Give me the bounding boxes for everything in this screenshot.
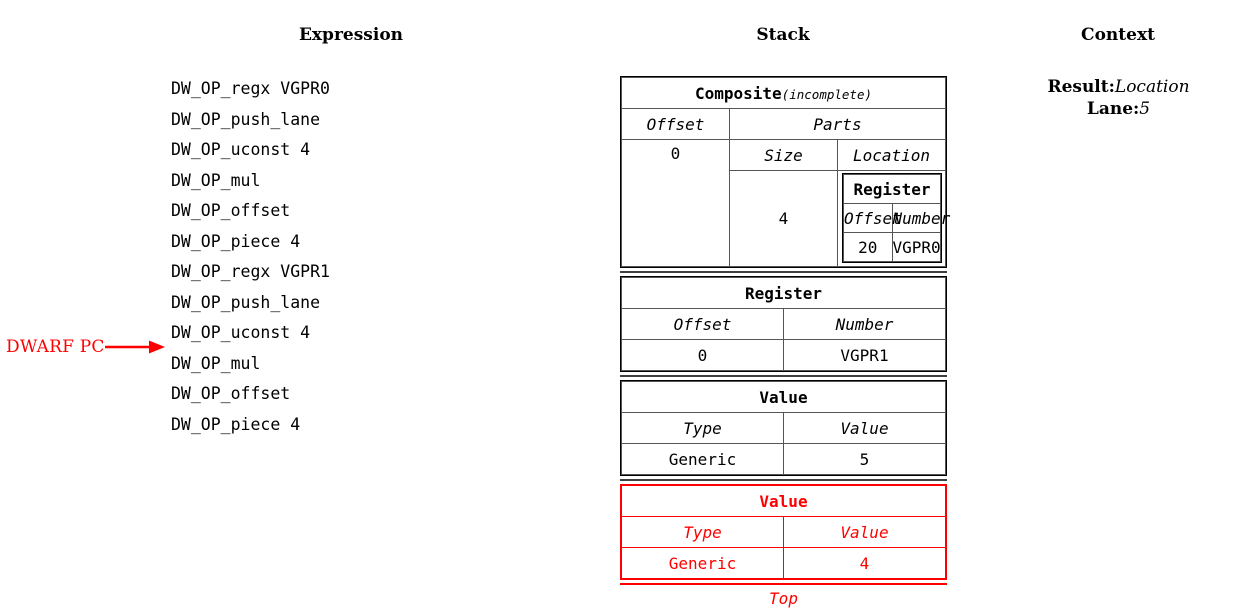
context-row-lane: Lane:5 — [1000, 98, 1237, 120]
register-box: Register Offset Number 0 VGPR1 — [620, 276, 947, 372]
stack-entry-register[interactable]: Register Offset Number 0 VGPR1 — [620, 276, 947, 372]
value-value-value: 4 — [783, 547, 946, 579]
register-offset-header: Offset — [621, 308, 784, 340]
expression-column-header: Expression — [298, 25, 404, 45]
value-type-value: Generic — [621, 547, 784, 579]
context-result-value: Location — [1114, 77, 1190, 97]
stack-entry-separator — [620, 271, 947, 273]
value-value-header: Value — [783, 412, 946, 444]
composite-offset-header: Offset — [621, 108, 730, 140]
nested-register-number-header: Number — [891, 203, 950, 233]
context-lane-key: Lane: — [1086, 99, 1140, 119]
expression-line: DW_OP_push_lane — [171, 292, 321, 312]
context-lane-value: 5 — [1139, 99, 1151, 119]
stack-entry-separator — [620, 479, 947, 481]
composite-box: Composite(incomplete) Offset Parts 0 Siz… — [620, 76, 950, 268]
expression-line: DW_OP_piece 4 — [171, 414, 301, 434]
composite-part-size-header: Size — [729, 139, 838, 171]
context-column-header: Context — [1081, 25, 1155, 45]
composite-part-size-value: 4 — [729, 170, 838, 267]
composite-part-location-header: Location — [837, 139, 946, 171]
nested-register-box: Register Offset Number 20 VGPR0 — [842, 173, 950, 263]
stack-column-header: Stack — [756, 25, 810, 45]
value-title: Value — [621, 381, 946, 413]
nested-register-offset-value: 20 — [843, 232, 893, 262]
composite-subtitle: (incomplete) — [781, 86, 872, 102]
dwarf-pc-pointer: DWARF PC — [6, 337, 165, 357]
expression-line: DW_OP_regx VGPR1 — [171, 262, 330, 281]
value-box: Value Type Value Generic 5 — [620, 380, 947, 476]
context-row-result: Result:Location — [1000, 76, 1237, 98]
stack-entry-value[interactable]: Value Type Value Generic 5 — [620, 380, 947, 476]
composite-title: Composite — [694, 83, 782, 103]
value-type-header: Type — [621, 516, 784, 548]
composite-parts-header: Parts — [729, 108, 946, 140]
value-value-header: Value — [783, 516, 946, 548]
expression-line: DW_OP_offset — [171, 201, 291, 220]
composite-title-cell: Composite(incomplete) — [621, 77, 946, 109]
nested-register-title: Register — [843, 174, 941, 204]
stack-entries: Composite(incomplete) Offset Parts 0 Siz… — [620, 76, 950, 609]
value-type-value: Generic — [621, 443, 784, 475]
value-value-value: 5 — [783, 443, 946, 475]
stack-entry-composite[interactable]: Composite(incomplete) Offset Parts 0 Siz… — [620, 76, 950, 268]
expression-line: DW_OP_push_lane — [171, 109, 321, 129]
register-offset-value: 0 — [621, 339, 784, 371]
expression-line: DW_OP_uconst 4 — [171, 140, 311, 159]
stack-top-label: Top — [769, 589, 798, 608]
register-number-value: VGPR1 — [783, 339, 946, 371]
stack-top-separator — [620, 583, 947, 585]
expression-line: DW_OP_uconst 4 — [171, 323, 311, 342]
context-body: Result:Location Lane:5 — [1000, 76, 1237, 120]
expression-line: DW_OP_offset — [171, 384, 291, 403]
context-result-key: Result: — [1047, 77, 1115, 97]
dwarf-pc-label: DWARF PC — [6, 337, 105, 357]
value-type-header: Type — [621, 412, 784, 444]
stack-entry-separator — [620, 375, 947, 377]
register-number-header: Number — [783, 308, 946, 340]
register-title: Register — [621, 277, 946, 309]
composite-offset-value: 0 — [621, 139, 730, 267]
nested-register-offset-header: Offset — [843, 203, 902, 233]
value-title: Value — [621, 485, 946, 517]
stack-entry-value-top[interactable]: Value Type Value Generic 4 Top — [620, 484, 947, 609]
value-box-highlighted: Value Type Value Generic 4 — [620, 484, 947, 580]
expression-line: DW_OP_piece 4 — [171, 231, 301, 251]
expression-list: DW_OP_regx VGPR0 DW_OP_push_lane DW_OP_u… — [171, 74, 330, 440]
expression-line: DW_OP_regx VGPR0 — [171, 79, 330, 98]
arrow-right-icon — [104, 340, 165, 354]
expression-line: DW_OP_mul — [171, 353, 261, 373]
nested-register-number-value: VGPR0 — [891, 232, 941, 262]
expression-line: DW_OP_mul — [171, 170, 261, 190]
composite-part-location-cell: Register Offset Number 20 VGPR0 — [837, 170, 950, 267]
